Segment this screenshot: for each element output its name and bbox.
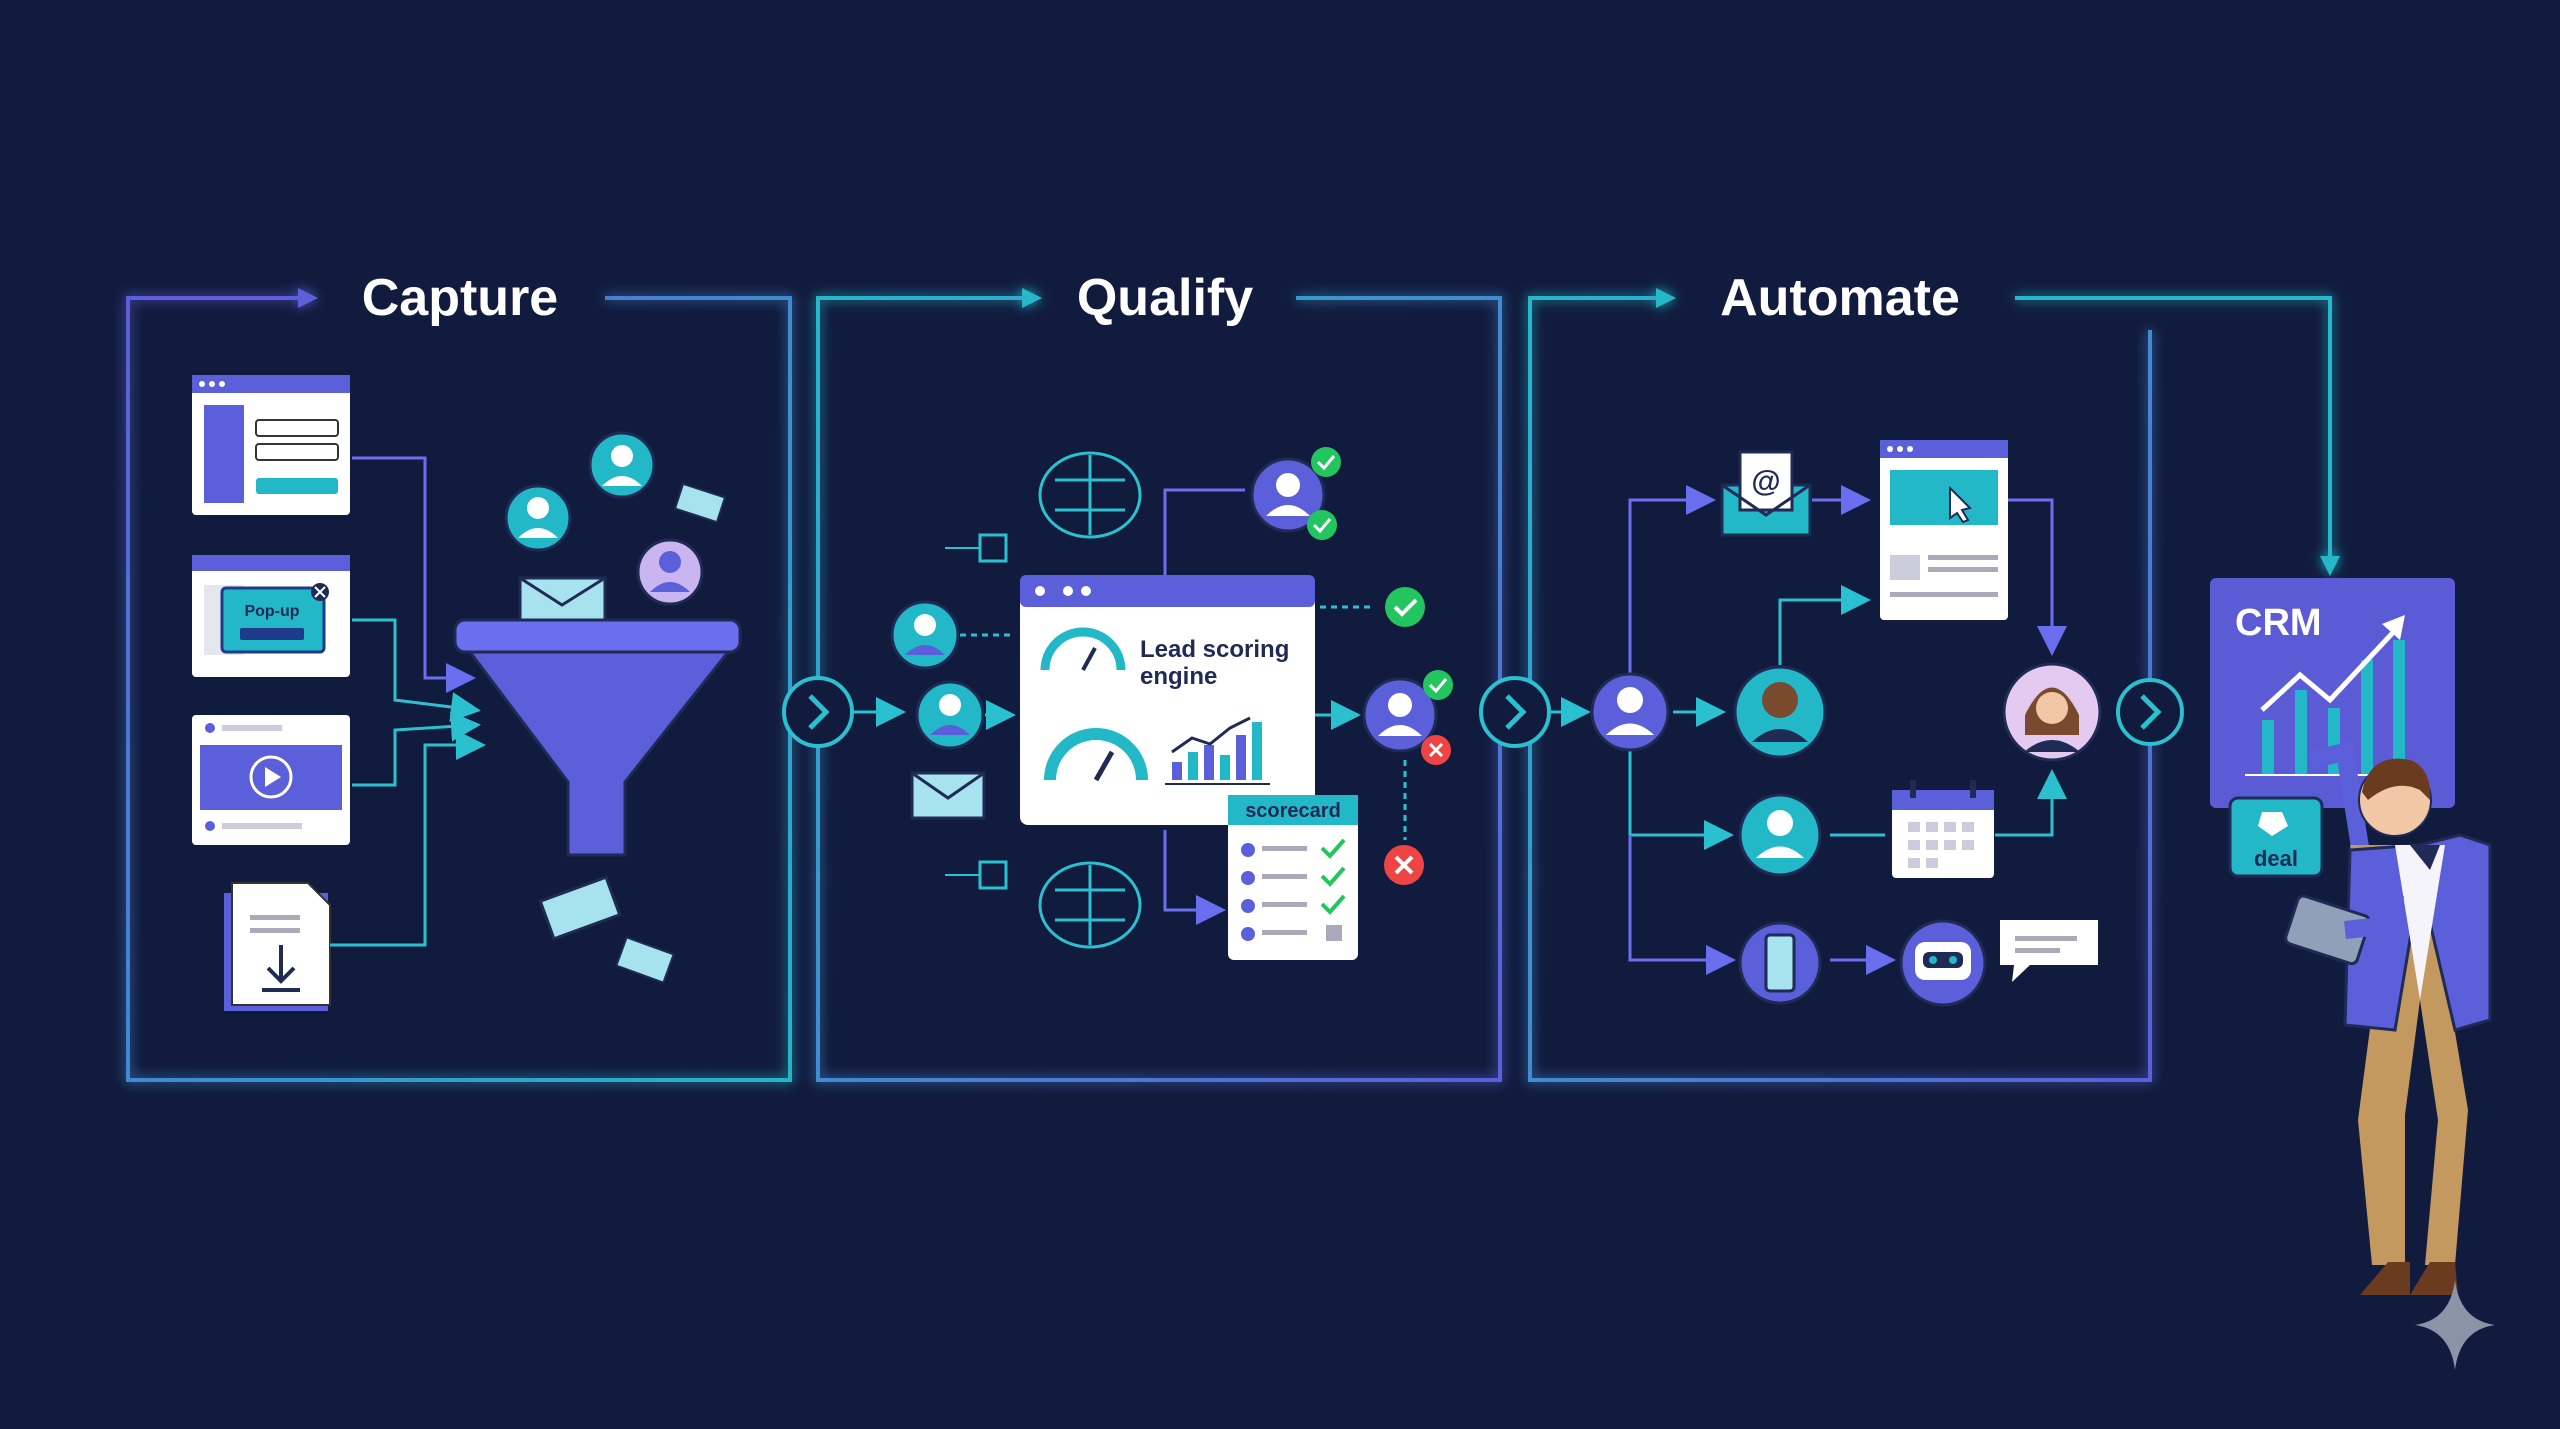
stage-connector-3 [2116, 678, 2184, 746]
stage-title-capture: Capture [362, 269, 558, 327]
crm-label: CRM [2235, 602, 2322, 644]
ai-brain-icon-top [1038, 451, 1142, 539]
calendar-icon [1892, 780, 1994, 878]
chip-icon-top [945, 533, 1008, 563]
stage-title-automate: Automate [1720, 269, 1960, 327]
email-at-symbol: @ [1751, 465, 1780, 498]
check-icon [1307, 510, 1337, 540]
nurture-lead-avatar [1738, 793, 1822, 877]
bar-chart-icon [1165, 716, 1270, 785]
scorecard-card: scorecard [1228, 795, 1358, 960]
cross-icon [1384, 845, 1424, 885]
capture-connectors [330, 456, 486, 947]
check-icon [1385, 587, 1425, 627]
sparkle-icon [2415, 1280, 2495, 1370]
stage-connector-2 [1479, 676, 1551, 748]
phone-icon [1738, 921, 1822, 1005]
chip-icon-bottom [945, 860, 1008, 890]
crm-panel: CRM [2210, 578, 2455, 808]
scored-lead-avatar [1362, 670, 1453, 765]
automate-connectors [1550, 485, 2067, 975]
lead-scoring-engine-card: Lead scoring engine [1020, 575, 1315, 825]
chatbot-icon [1899, 919, 1987, 1007]
check-icon [1311, 447, 1341, 477]
automate-email-icon: @ [1720, 450, 1812, 537]
stage-title-qualify: Qualify [1077, 269, 1253, 327]
popup-form-icon: Pop-up [192, 555, 350, 677]
ai-brain-icon-bottom [1038, 861, 1142, 949]
qualify-panel-frame [816, 288, 1502, 1082]
engine-label-line1: Lead scoring [1140, 636, 1289, 663]
popup-label: Pop-up [244, 603, 299, 620]
qualified-lead-avatar-top [1250, 447, 1341, 540]
gauge-icon [1044, 728, 1148, 781]
customer-avatar [2002, 662, 2102, 762]
email-icon-small-3 [615, 936, 675, 984]
gauge-icon-small [1040, 627, 1126, 671]
check-icon [1423, 670, 1453, 700]
qualify-lead-avatar-2 [915, 680, 985, 750]
presenter-person [2284, 741, 2492, 1295]
qualify-lead-avatar-1 [890, 600, 960, 670]
email-icon [518, 576, 607, 622]
lead-avatar-3 [636, 538, 704, 606]
lead-avatar-2 [588, 431, 656, 499]
funnel-icon [453, 618, 742, 857]
qualify-connectors [852, 488, 1407, 925]
chat-bubble-icon [2000, 920, 2098, 982]
qualify-email-icon [910, 771, 986, 820]
automate-lead-avatar [1590, 672, 1670, 752]
stage-connector-1 [782, 676, 854, 748]
webpage-icon [1880, 440, 2008, 620]
lead-avatar-1 [504, 484, 572, 552]
deal-tag: deal [2228, 796, 2324, 878]
landing-page-icon [192, 375, 350, 515]
engine-label-line2: engine [1140, 663, 1217, 690]
deal-label: deal [2254, 846, 2298, 871]
email-icon-small-1 [673, 482, 727, 524]
prospect-avatar [1733, 665, 1827, 759]
video-icon [192, 715, 350, 845]
scorecard-label: scorecard [1245, 800, 1341, 822]
automate-panel-frame [1528, 288, 2340, 1082]
download-doc-icon [224, 882, 331, 1011]
capture-panel-frame [126, 288, 792, 1082]
email-icon-small-2 [538, 875, 622, 941]
